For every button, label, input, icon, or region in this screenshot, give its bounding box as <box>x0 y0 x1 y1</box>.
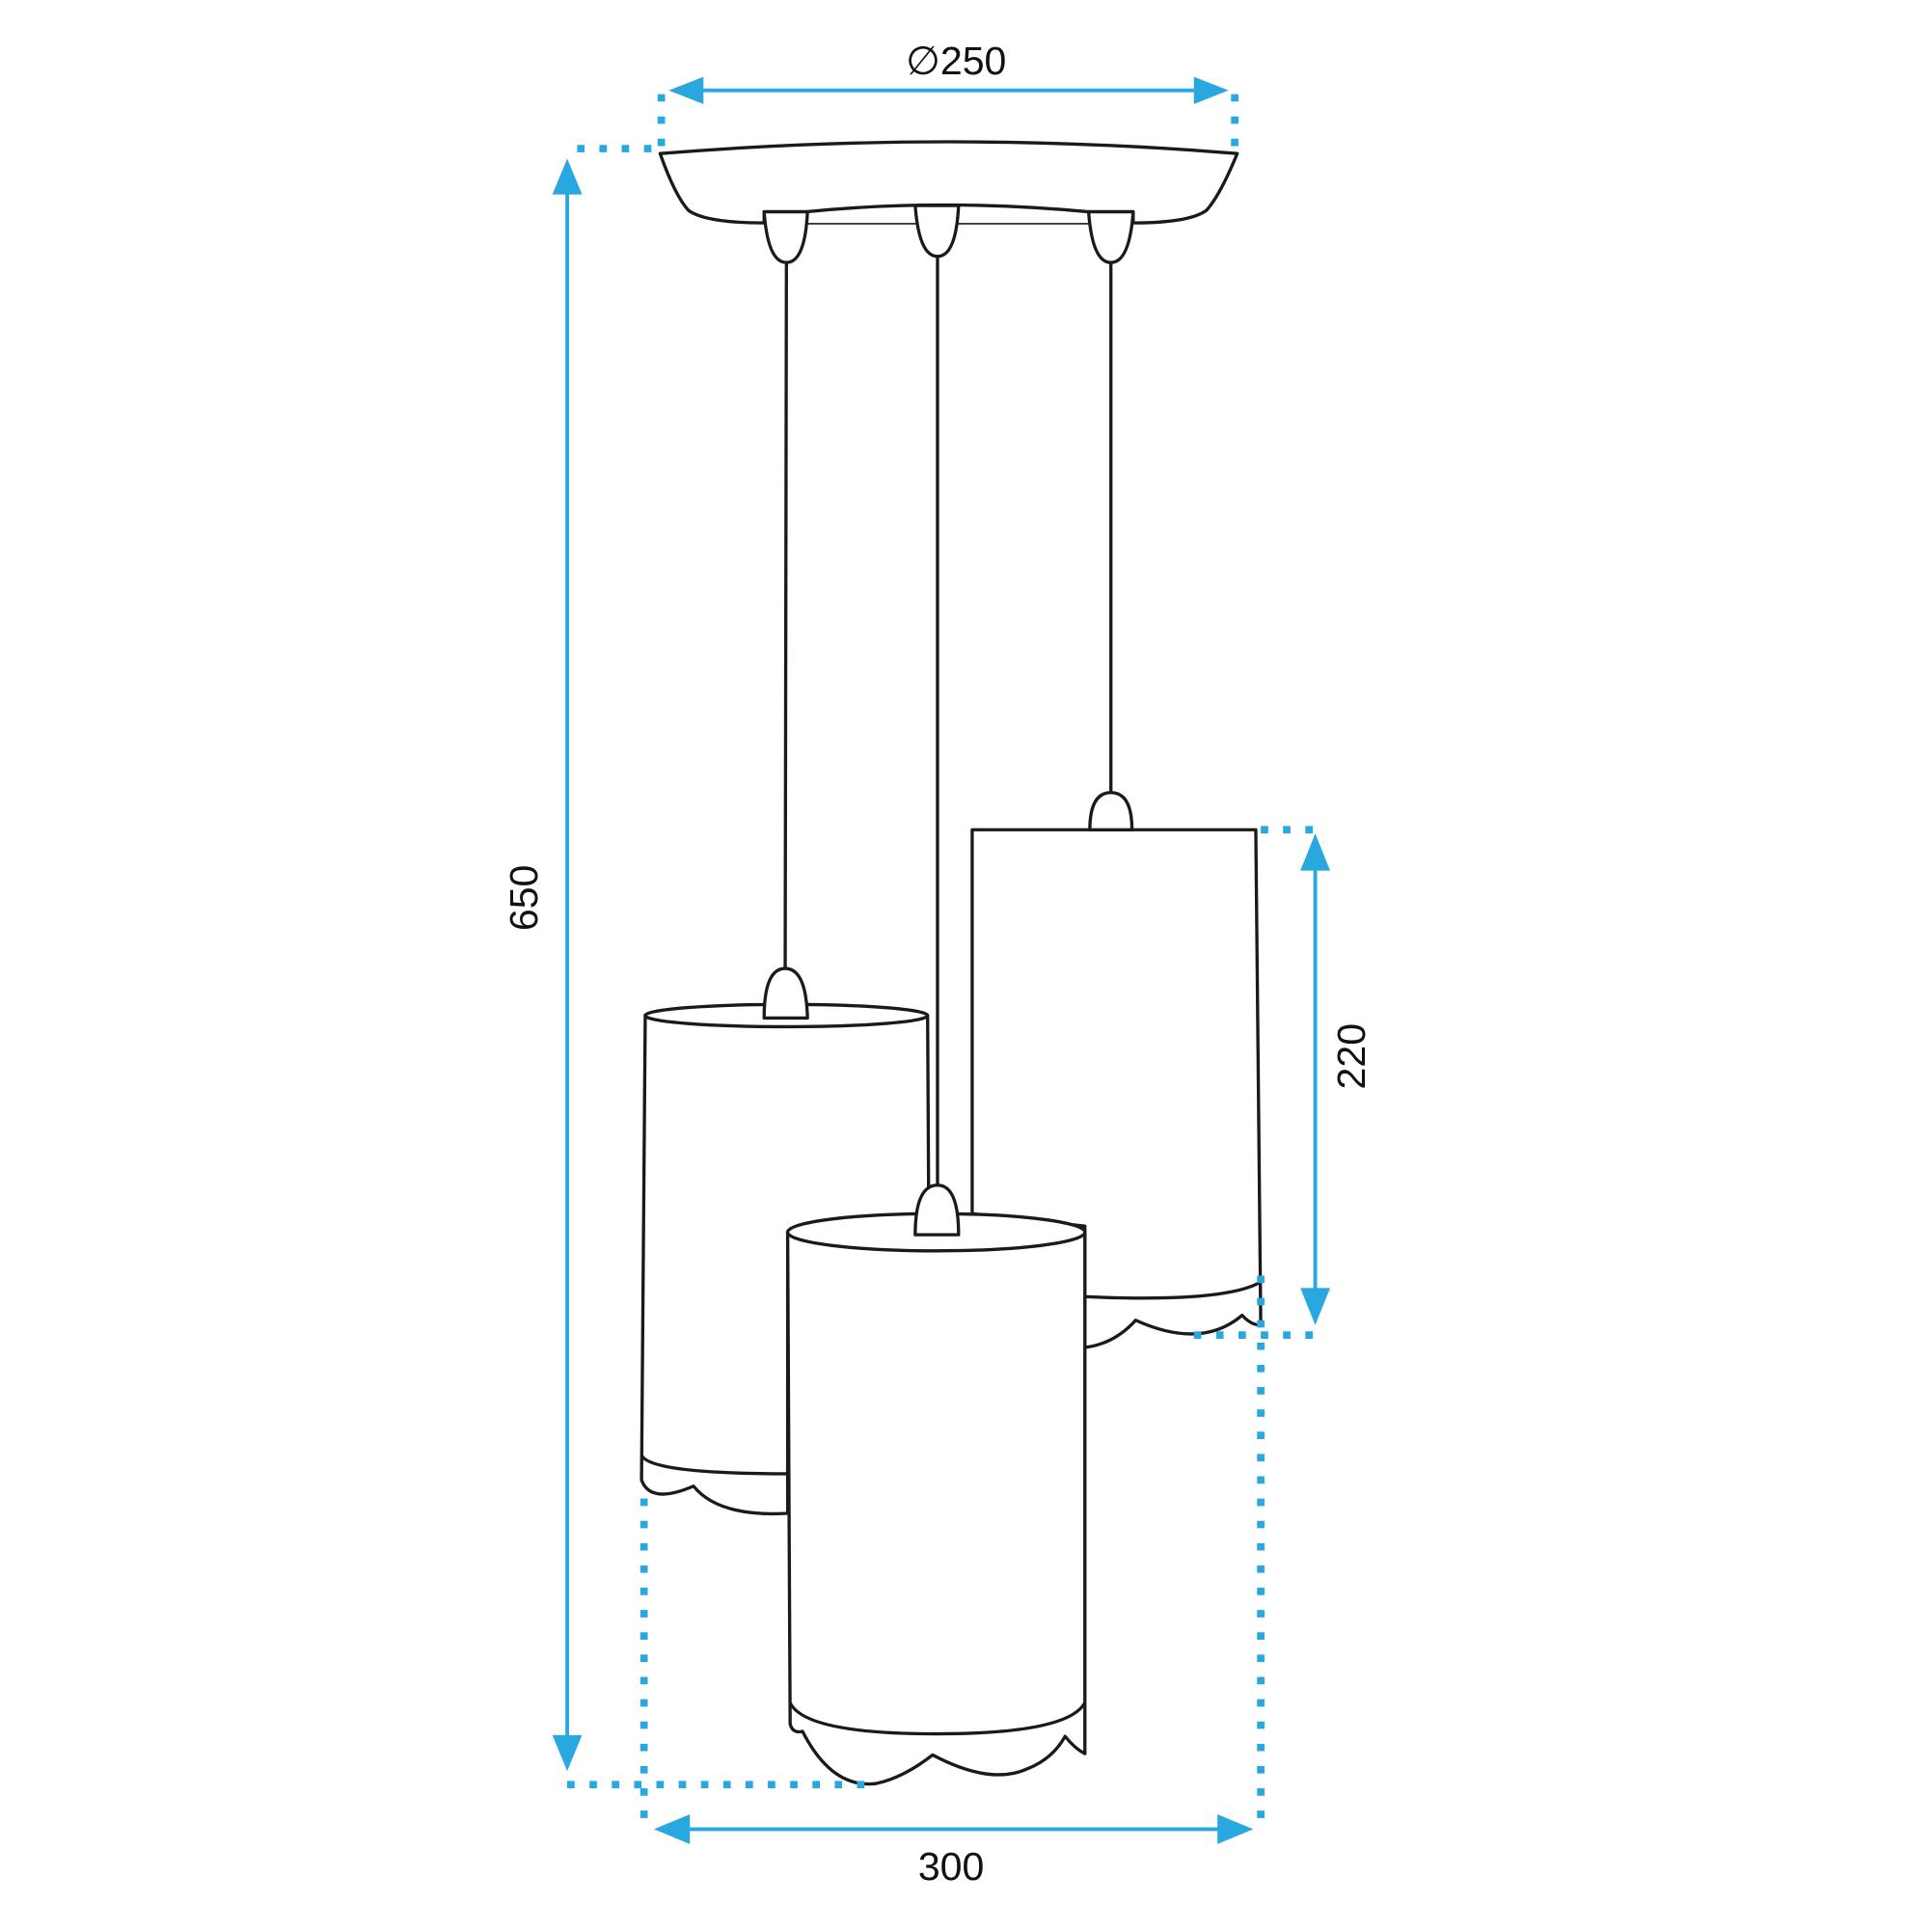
canopy <box>658 140 1239 264</box>
dimension-canopy-diameter: ∅250 <box>657 39 1238 154</box>
cable-left <box>783 262 788 972</box>
label-shade-height: 220 <box>1329 1023 1374 1090</box>
dimension-total-height: 650 <box>502 145 874 1789</box>
label-total-height: 650 <box>502 865 546 932</box>
dimension-shade-height: 220 <box>1193 826 1374 1339</box>
shade-center <box>785 1184 1087 1786</box>
label-canopy-diameter: ∅250 <box>906 39 1006 83</box>
label-total-width: 300 <box>918 1844 985 1889</box>
dimension-total-width: 300 <box>639 1275 1265 1889</box>
shade-left <box>639 966 931 1516</box>
